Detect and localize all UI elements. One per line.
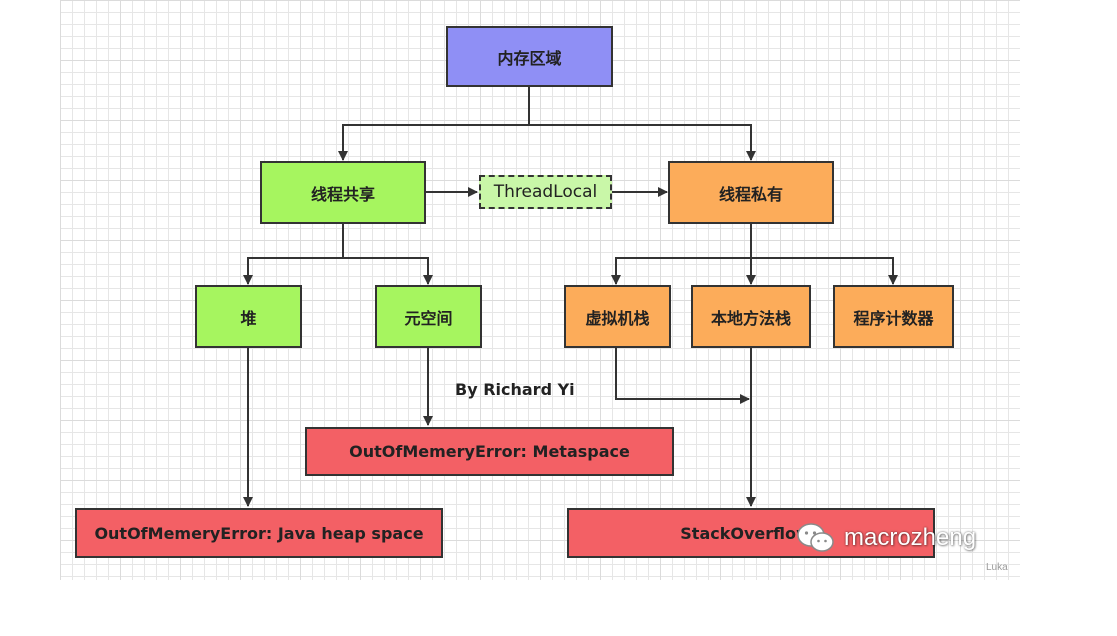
watermark: macrozheng (796, 518, 976, 558)
author-caption: By Richard Yi (455, 380, 575, 399)
edge-shared-to-metaspace (343, 257, 433, 285)
node-program-counter: 程序计数器 (833, 285, 954, 348)
node-memory-area: 内存区域 (446, 26, 613, 87)
node-thread-private: 线程私有 (668, 161, 834, 224)
node-native-method-stack: 本地方法栈 (691, 285, 811, 348)
node-heap: 堆 (195, 285, 302, 348)
edge-vmstack-join (615, 348, 750, 404)
node-oom-metaspace: OutOfMemeryError: Metaspace (305, 427, 674, 476)
edge-root-to-shared (338, 124, 529, 161)
node-metaspace: 元空间 (375, 285, 482, 348)
wechat-icon (797, 523, 834, 552)
node-thread-shared: 线程共享 (260, 161, 426, 224)
node-threadlocal: ThreadLocal (479, 175, 612, 209)
edge-root-to-private (529, 124, 756, 161)
node-stackoverflow: StackOverflowE (567, 508, 935, 558)
node-oom-heap: OutOfMemeryError: Java heap space (75, 508, 443, 558)
node-vm-stack: 虚拟机栈 (564, 285, 671, 348)
watermark-text: macrozheng (844, 524, 977, 551)
corner-watermark: Luka (986, 562, 1008, 573)
edge-shared-to-heap (243, 257, 343, 285)
edge-private-to-vmstack (611, 257, 751, 285)
edge-private-to-pc (751, 257, 898, 285)
